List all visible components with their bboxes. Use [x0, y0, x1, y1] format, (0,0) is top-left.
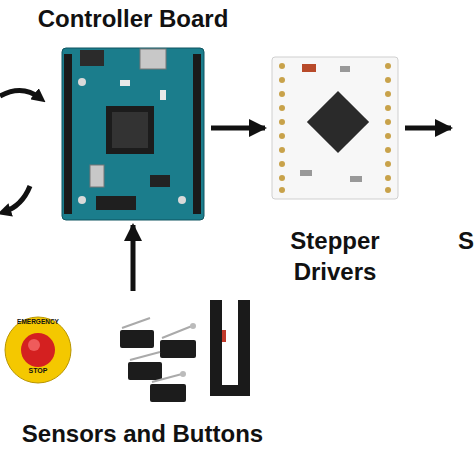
sensors-buttons: Sensors and Buttons	[5, 296, 280, 400]
micro-switch-picture	[120, 318, 196, 402]
button-marking: EMERGENCY	[17, 318, 59, 325]
loop-arrows	[0, 90, 40, 212]
controller-board: Controller Board	[60, 48, 206, 220]
node-title: Controller Board	[13, 3, 253, 34]
flow-arrow	[131, 225, 136, 291]
button-marking: STOP	[29, 367, 48, 374]
stepper-driver: Stepper Drivers	[270, 55, 400, 201]
stepper-driver-picture	[272, 57, 398, 199]
node-title: Stepper Drivers	[270, 225, 400, 287]
flow-arrow	[211, 126, 265, 131]
flow-arrow	[405, 126, 451, 131]
emergency-stop-picture	[5, 317, 71, 383]
optical-sensor-picture	[210, 300, 250, 396]
controller-board-picture	[62, 48, 204, 220]
node-title: Sensors and Buttons	[0, 418, 288, 449]
node-title: S	[458, 225, 474, 256]
stepper-motor: S	[456, 55, 474, 201]
